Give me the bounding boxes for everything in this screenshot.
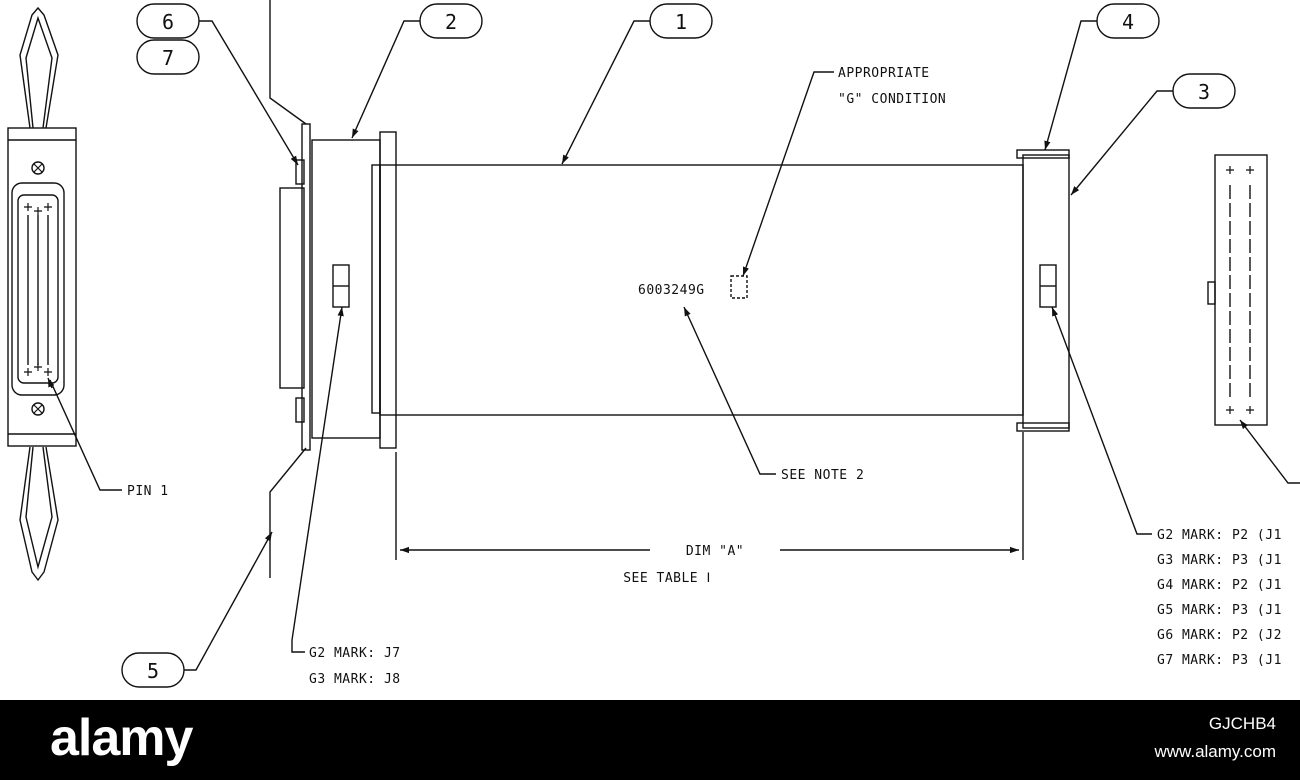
end-view-key xyxy=(1207,281,1216,305)
leader-see-note xyxy=(683,306,776,475)
image-id: GJCHB4 xyxy=(1208,714,1276,733)
leader-2 xyxy=(351,20,420,139)
d-sub-insert xyxy=(17,194,59,384)
left-crimp xyxy=(371,164,381,414)
left-mark-line-2: G3 MARK: J8 xyxy=(309,672,401,687)
balloon-2: 2 xyxy=(445,10,457,34)
bottom-retention-clip xyxy=(19,446,59,582)
right-mark-line-1: G2 MARK: P2 (J1 xyxy=(1157,528,1282,543)
connector-body-left xyxy=(311,139,381,439)
pin1-leader xyxy=(49,379,122,491)
appropriate-label-line2: "G" CONDITION xyxy=(838,92,946,107)
balloon-7-frame xyxy=(136,39,200,75)
leader-3 xyxy=(1070,90,1173,196)
right-connector-end-view xyxy=(1207,154,1268,426)
balloon-1: 1 xyxy=(675,10,687,34)
leader-appropriate xyxy=(742,71,834,277)
right-mark-line-6: G7 MARK: P3 (J1 xyxy=(1157,653,1282,668)
connector-body-right xyxy=(1022,154,1070,429)
appropriate-label-line1: APPROPRIATE xyxy=(838,66,930,81)
balloon-7: 7 xyxy=(162,46,174,70)
dimension-a xyxy=(395,432,1024,560)
connector-shell xyxy=(7,127,77,447)
part-number-box xyxy=(730,275,748,299)
pin-mark-bottom xyxy=(24,363,52,376)
leader-4 xyxy=(1044,20,1097,151)
upper-bracket-arm xyxy=(269,0,307,125)
part-number-label: 6003249G xyxy=(638,283,705,298)
balloon-5: 5 xyxy=(147,659,159,683)
mounting-bracket xyxy=(269,0,397,578)
pin1-label: PIN 1 xyxy=(127,484,169,499)
see-note-label: SEE NOTE 2 xyxy=(781,468,864,483)
end-view-shell xyxy=(1214,154,1268,426)
dim-a-label: DIM "A" xyxy=(686,544,744,559)
back-shell xyxy=(279,187,305,389)
bracket-plate xyxy=(301,123,311,451)
right-mark-line-2: G3 MARK: P3 (J1 xyxy=(1157,553,1282,568)
end-view-plus-top xyxy=(1226,166,1254,174)
screw-cross-bottom xyxy=(33,404,43,414)
leader-5 xyxy=(184,531,273,671)
upper-bracket-nut xyxy=(295,159,305,185)
leader-right-end xyxy=(1239,419,1300,484)
pin1-arrow xyxy=(47,377,55,389)
top-retention-clip xyxy=(19,6,59,129)
pin-mark-top xyxy=(24,203,52,215)
right-mark-line-4: G5 MARK: P3 (J1 xyxy=(1157,603,1282,618)
balloon-4: 4 xyxy=(1122,10,1134,34)
leader-p-mark xyxy=(1051,306,1152,535)
right-cap xyxy=(1016,149,1070,159)
left-flange xyxy=(379,131,397,449)
d-sub-shroud xyxy=(11,182,65,396)
leader-j-mark xyxy=(291,306,344,653)
bottom-screw xyxy=(31,402,45,416)
connector-end-view xyxy=(7,6,122,582)
leader-1 xyxy=(561,20,650,165)
right-connector-side xyxy=(1016,149,1070,432)
right-mark-line-5: G6 MARK: P2 (J2 xyxy=(1157,628,1282,643)
top-screw xyxy=(31,161,45,175)
see-table-label: SEE TABLE Ⅰ xyxy=(623,571,711,586)
leader-6 xyxy=(199,20,299,166)
pin-marks xyxy=(24,163,1254,414)
lower-bracket-arm xyxy=(269,447,307,578)
site-url: www.alamy.com xyxy=(1154,742,1276,761)
screw-cross-top xyxy=(33,163,43,173)
left-mark-line-1: G2 MARK: J7 xyxy=(309,646,401,661)
right-cap-bottom xyxy=(1016,422,1070,432)
end-view-plus-bottom xyxy=(1226,406,1254,414)
lower-bracket-nut xyxy=(295,397,305,423)
technical-drawing: 6 7 2 1 4 3 5 PIN 1 6003249G APPROPRIATE… xyxy=(7,0,1300,688)
watermark-banner: alamy GJCHB4 www.alamy.com xyxy=(0,700,1300,780)
alamy-logo: alamy xyxy=(50,709,193,767)
right-mark-line-3: G4 MARK: P2 (J1 xyxy=(1157,578,1282,593)
top-retention-clip-inner xyxy=(25,15,53,129)
balloon-6: 6 xyxy=(162,10,174,34)
bottom-retention-clip-inner xyxy=(25,446,53,570)
balloon-3: 3 xyxy=(1198,80,1210,104)
